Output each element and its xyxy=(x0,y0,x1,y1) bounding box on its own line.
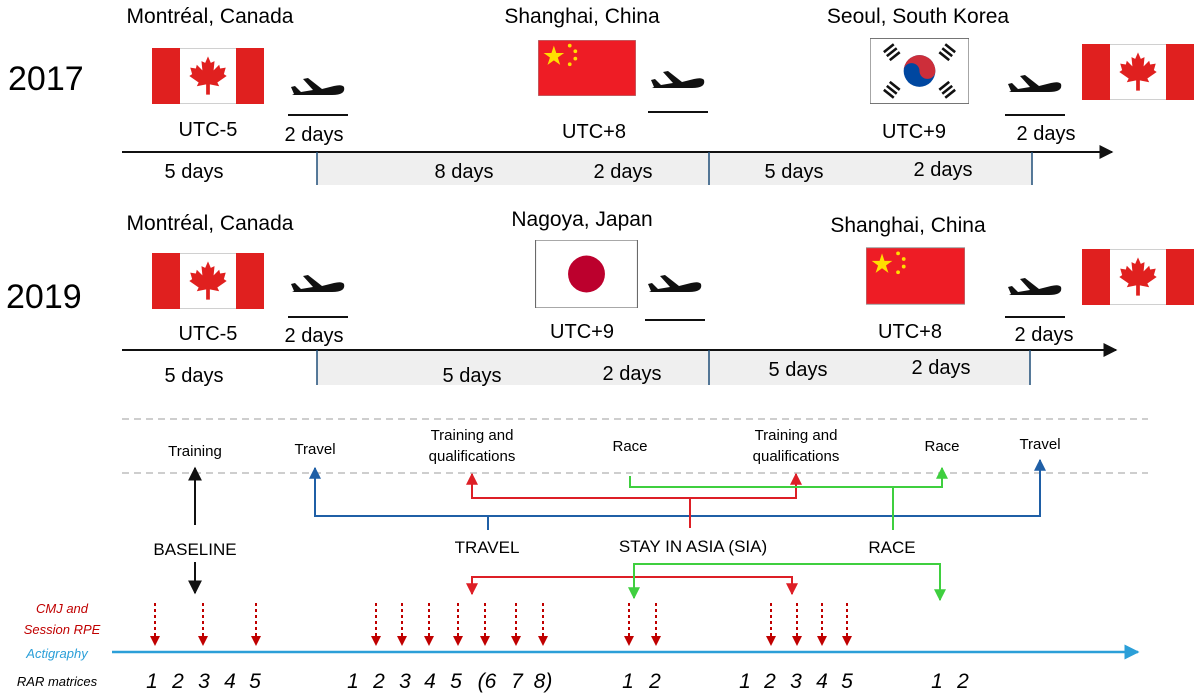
phase-label-training-qualifications: Training and xyxy=(431,427,514,444)
phase-label-training: Training xyxy=(168,443,222,460)
cmj-label: Session RPE xyxy=(24,622,101,637)
day-number: 1 xyxy=(347,670,359,693)
city-label: Montréal, Canada xyxy=(127,212,294,235)
day-number: 8) xyxy=(534,670,553,693)
day-number: 1 xyxy=(931,670,943,693)
utc-label: UTC+9 xyxy=(882,121,946,143)
travel-duration-label: 2 days xyxy=(1015,324,1074,346)
day-number: 7 xyxy=(511,670,524,693)
canada-flag-icon xyxy=(152,48,264,104)
rar-label: RAR matrices xyxy=(17,674,98,689)
duration-label: 5 days xyxy=(165,161,224,183)
day-number: 1 xyxy=(622,670,634,693)
day-number: 2 xyxy=(171,670,184,693)
japan-flag-icon xyxy=(535,240,638,308)
utc-label: UTC+9 xyxy=(550,321,614,343)
phase-label-training-qualifications: Training and xyxy=(755,427,838,444)
day-number: 3 xyxy=(399,670,411,693)
cmj-session-rpe-markers xyxy=(150,603,852,646)
duration-label: 8 days xyxy=(435,161,494,183)
utc-label: UTC-5 xyxy=(179,323,238,345)
sia-lower-bracket xyxy=(471,576,793,590)
duration-label: 2 days xyxy=(594,161,653,183)
travel-duration-label: 2 days xyxy=(1017,123,1076,145)
airplane-icon xyxy=(648,275,702,292)
time-band xyxy=(317,152,1032,185)
utc-label: UTC+8 xyxy=(562,121,626,143)
airplane-icon xyxy=(291,78,345,95)
day-number: 2 xyxy=(956,670,969,693)
year-label: 2017 xyxy=(8,60,84,98)
phase-baseline: BASELINE xyxy=(153,540,236,559)
travel-bracket xyxy=(314,461,1041,517)
airplane-icon xyxy=(651,71,705,88)
duration-label: 2 days xyxy=(603,363,662,385)
city-label: Shanghai, China xyxy=(504,5,660,28)
day-number: 4 xyxy=(816,670,828,693)
time-band xyxy=(317,350,1030,385)
race-bracket xyxy=(629,476,943,488)
day-number: 4 xyxy=(224,670,236,693)
day-number: 2 xyxy=(648,670,661,693)
duration-label: 5 days xyxy=(443,365,502,387)
china-flag-icon xyxy=(866,247,965,305)
south-korea-flag-icon xyxy=(870,38,969,104)
city-label: Shanghai, China xyxy=(830,214,986,237)
day-number: 2 xyxy=(763,670,776,693)
duration-label: 2 days xyxy=(914,159,973,181)
day-number: 3 xyxy=(198,670,210,693)
canada-flag-icon xyxy=(1082,249,1194,305)
phase-schematic: Training Travel Training and qualificati… xyxy=(122,418,1148,602)
day-number: 1 xyxy=(739,670,751,693)
day-number: 5 xyxy=(841,670,853,693)
phase-label-travel: Travel xyxy=(1019,436,1060,453)
phase-label-training-qualifications: qualifications xyxy=(753,448,840,465)
airplane-icon xyxy=(1008,278,1062,295)
duration-label: 5 days xyxy=(769,359,828,381)
day-number: (6 xyxy=(478,670,497,693)
year-label: 2019 xyxy=(6,278,82,316)
duration-label: 5 days xyxy=(165,365,224,387)
utc-label: UTC+8 xyxy=(878,321,942,343)
china-flag-icon xyxy=(538,40,636,96)
day-number: 3 xyxy=(790,670,802,693)
day-number: 5 xyxy=(249,670,261,693)
duration-label: 5 days xyxy=(765,161,824,183)
travel-duration-label: 2 days xyxy=(285,325,344,347)
actigraphy-label: Actigraphy xyxy=(25,646,89,661)
phase-travel: TRAVEL xyxy=(455,538,520,557)
timeline-2019: 2019 Montréal, Canada Nagoya, Japan Shan… xyxy=(6,208,1194,387)
canada-flag-icon xyxy=(1082,44,1194,100)
utc-label: UTC-5 xyxy=(179,119,238,141)
measurements: CMJ and Session RPE Actigraphy RAR matri… xyxy=(17,601,1140,693)
phase-race: RACE xyxy=(868,538,915,557)
day-number: 2 xyxy=(372,670,385,693)
airplane-icon xyxy=(291,275,345,292)
airplane-icon xyxy=(1008,75,1062,92)
race-lower-bracket xyxy=(633,563,941,590)
city-label: Montréal, Canada xyxy=(127,5,294,28)
travel-duration-label: 2 days xyxy=(285,124,344,146)
day-number: 4 xyxy=(424,670,436,693)
duration-label: 2 days xyxy=(912,357,971,379)
day-number: 5 xyxy=(450,670,462,693)
city-label: Nagoya, Japan xyxy=(511,208,652,231)
phase-label-race: Race xyxy=(612,438,647,455)
canada-flag-icon xyxy=(152,253,264,309)
phase-label-training-qualifications: qualifications xyxy=(429,448,516,465)
cmj-label: CMJ and xyxy=(36,601,89,616)
timeline-2017: 2017 Montréal, Canada Shanghai, China Se… xyxy=(8,5,1194,185)
sia-bracket xyxy=(471,485,797,499)
phase-stay-in-asia: STAY IN ASIA (SIA) xyxy=(619,537,767,556)
phase-label-race: Race xyxy=(924,438,959,455)
day-number: 1 xyxy=(146,670,158,693)
city-label: Seoul, South Korea xyxy=(827,5,1009,28)
phase-label-travel: Travel xyxy=(294,441,335,458)
